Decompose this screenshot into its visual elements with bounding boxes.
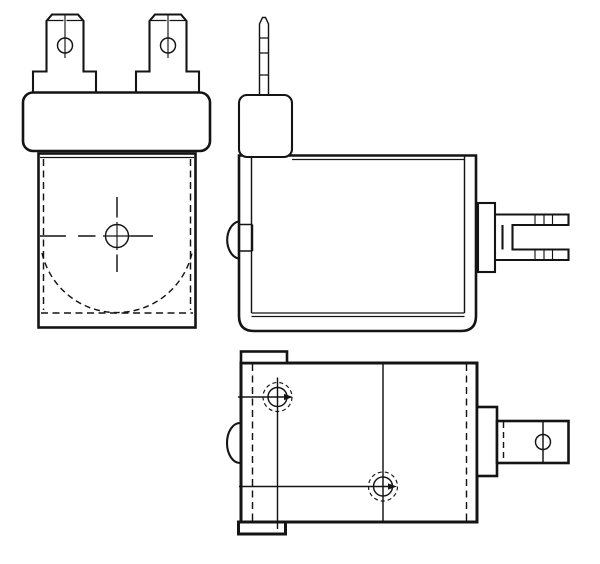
hidden-lines xyxy=(41,159,193,314)
connector-boss xyxy=(475,405,499,478)
pin-tick-marks xyxy=(259,37,269,76)
hidden-bore-arc xyxy=(41,252,193,314)
body-inner-bottom-lines xyxy=(251,312,465,318)
cap xyxy=(21,91,212,153)
terminal-housing xyxy=(237,93,294,159)
side-view xyxy=(226,16,570,333)
center-mark xyxy=(40,197,153,272)
connector-boss xyxy=(476,201,497,274)
spade-fork-connector xyxy=(495,213,570,262)
connector-hole xyxy=(534,433,552,451)
blade-outline xyxy=(495,419,570,465)
hole-center xyxy=(239,471,399,502)
coil-body xyxy=(237,154,478,333)
flange-tab-top xyxy=(239,350,289,365)
bottom-view xyxy=(226,350,570,536)
terminal-hole xyxy=(159,37,177,54)
spade-connector-blade xyxy=(495,419,570,465)
fork-outline xyxy=(495,213,570,262)
terminal-blade-left xyxy=(31,13,98,93)
front-view xyxy=(21,13,212,329)
fork-tick-marks xyxy=(534,214,554,260)
bobbin-boss xyxy=(226,220,254,260)
center-mark-cross xyxy=(103,222,131,250)
flange-tab-bottom xyxy=(237,520,287,536)
boss-rect-lines xyxy=(238,223,254,252)
terminal-hole xyxy=(56,37,74,54)
centerline-arrowhead xyxy=(284,393,293,401)
boss-arc xyxy=(226,220,239,260)
pin-outline xyxy=(258,16,270,95)
bobbin-boss-arc xyxy=(226,421,241,465)
centerline-arrowhead xyxy=(388,483,397,490)
hole-near-flange xyxy=(238,381,293,413)
terminal-blade-right xyxy=(134,13,201,93)
terminal-pin xyxy=(258,16,270,95)
